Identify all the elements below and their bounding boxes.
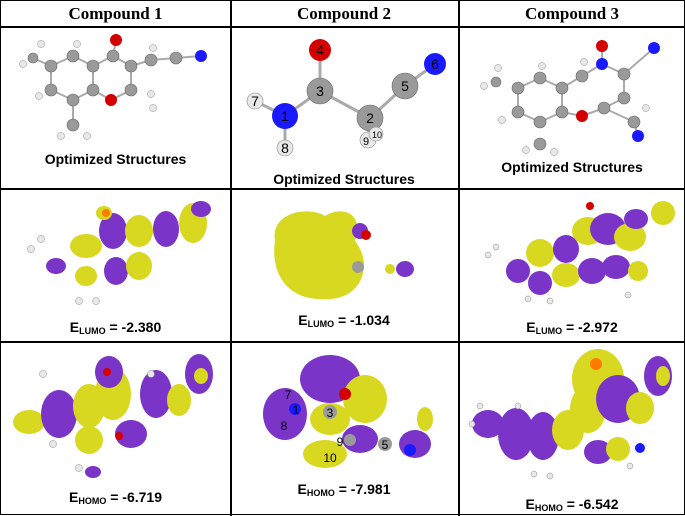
compound-1-ball-stick xyxy=(19,34,207,140)
compound-1-structure xyxy=(1,28,230,153)
atom-label-7: 7 xyxy=(251,93,259,109)
compound-1-homo-energy: EHOMO = -6.719 xyxy=(69,489,162,506)
compound-3-structure-caption: Optimized Structures xyxy=(501,159,643,175)
compound-1-homo-orbital xyxy=(1,344,230,484)
homo-atom-label-5: 5 xyxy=(382,438,389,452)
atom-label-4: 4 xyxy=(316,42,324,58)
compound-3-lumo-orbital xyxy=(458,191,685,311)
atom-label-6: 6 xyxy=(431,56,439,72)
homo-atom-label-8: 8 xyxy=(281,419,288,433)
compound-2-homo-orbital: 7 1 8 3 9 10 5 xyxy=(230,344,458,479)
header-compound-3: Compound 3 xyxy=(524,4,619,23)
homo-atom-label-3: 3 xyxy=(327,406,334,420)
compound-3-lumo-surface xyxy=(484,201,675,305)
atom-label-9: 9 xyxy=(363,136,369,148)
compound-2-ball-stick: 4 3 2 5 6 1 7 8 9 10 xyxy=(246,39,446,157)
homo-atom-label-9: 9 xyxy=(337,435,344,449)
compound-3-structure xyxy=(458,28,685,158)
homo-atom-label-10: 10 xyxy=(323,451,337,465)
atom-label-3: 3 xyxy=(316,83,324,99)
row-divider-1 xyxy=(1,188,685,190)
compound-3-homo-energy: EHOMO = -6.542 xyxy=(525,496,619,513)
header-divider xyxy=(1,26,685,28)
compound-2-homo-energy: EHOMO = -7.981 xyxy=(297,481,391,498)
header-compound-2: Compound 2 xyxy=(296,4,391,23)
atom-label-8: 8 xyxy=(281,140,289,156)
atom-label-2: 2 xyxy=(366,110,374,126)
row-divider-2 xyxy=(1,341,685,343)
compound-1-lumo-orbital xyxy=(1,191,230,316)
compound-2-structure: 4 3 2 5 6 1 7 8 9 10 xyxy=(230,28,458,168)
compound-3-ball-stick xyxy=(480,40,660,156)
compound-1-homo-surface xyxy=(13,354,213,478)
atom-label-10: 10 xyxy=(372,130,382,140)
homo-atom-label-7: 7 xyxy=(285,388,292,402)
compound-1-lumo-surface xyxy=(27,201,211,305)
atom-label-1: 1 xyxy=(281,108,289,124)
compound-3-lumo-energy: ELUMO = -2.972 xyxy=(526,319,618,336)
compound-3-homo-orbital xyxy=(458,344,685,489)
compound-1-lumo-energy: ELUMO = -2.380 xyxy=(69,319,162,336)
homo-atom-label-1: 1 xyxy=(293,403,300,417)
header-compound-1: Compound 1 xyxy=(68,4,163,23)
compound-1-structure-caption: Optimized Structures xyxy=(44,151,187,167)
compound-2-structure-caption: Optimized Structures xyxy=(273,171,415,187)
compound-2-lumo-surface xyxy=(274,211,414,300)
compound-2-homo-surface: 7 1 8 3 9 10 5 xyxy=(263,355,433,468)
column-divider-2 xyxy=(458,1,460,516)
atom-label-5: 5 xyxy=(401,78,409,94)
column-divider-1 xyxy=(230,1,232,516)
compound-2-lumo-energy: ELUMO = -1.034 xyxy=(298,312,390,329)
compound-3-homo-surface xyxy=(468,349,672,480)
compound-2-lumo-orbital xyxy=(230,191,458,311)
